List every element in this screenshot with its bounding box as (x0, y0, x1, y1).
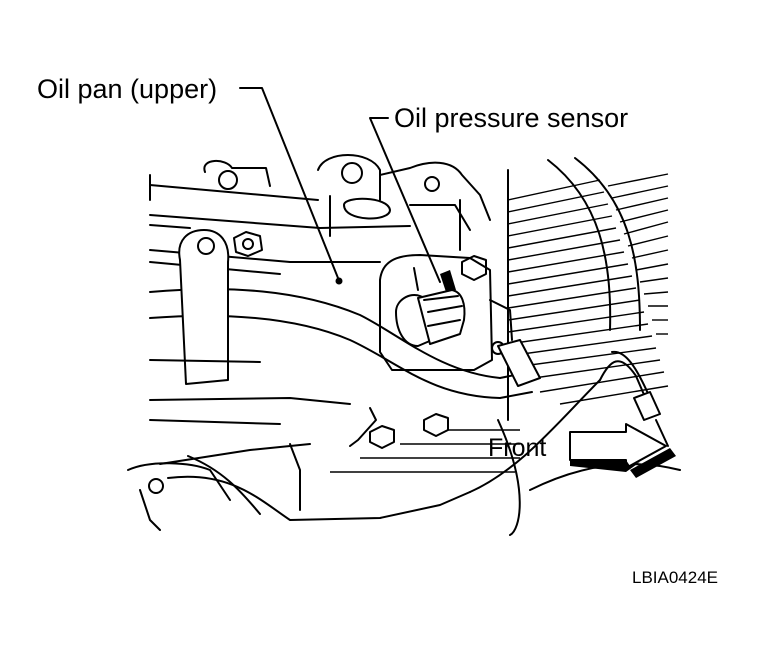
radiator-hose (497, 157, 681, 536)
radiator-fins (330, 173, 669, 473)
front-arrow-icon (569, 423, 676, 478)
oil-pressure-sensor (395, 267, 466, 347)
leader-lines (239, 87, 441, 285)
oil-pressure-sensor-label: Oil pressure sensor (394, 103, 629, 133)
engine-block (149, 154, 491, 251)
oil-pan-label: Oil pan (upper) (37, 74, 218, 104)
front-label: Front (488, 434, 547, 462)
figure-code: LBIA0424E (632, 568, 719, 587)
oil-pan-flange (149, 231, 487, 449)
oil-pipe (149, 229, 541, 425)
lower-bracket (127, 350, 669, 531)
